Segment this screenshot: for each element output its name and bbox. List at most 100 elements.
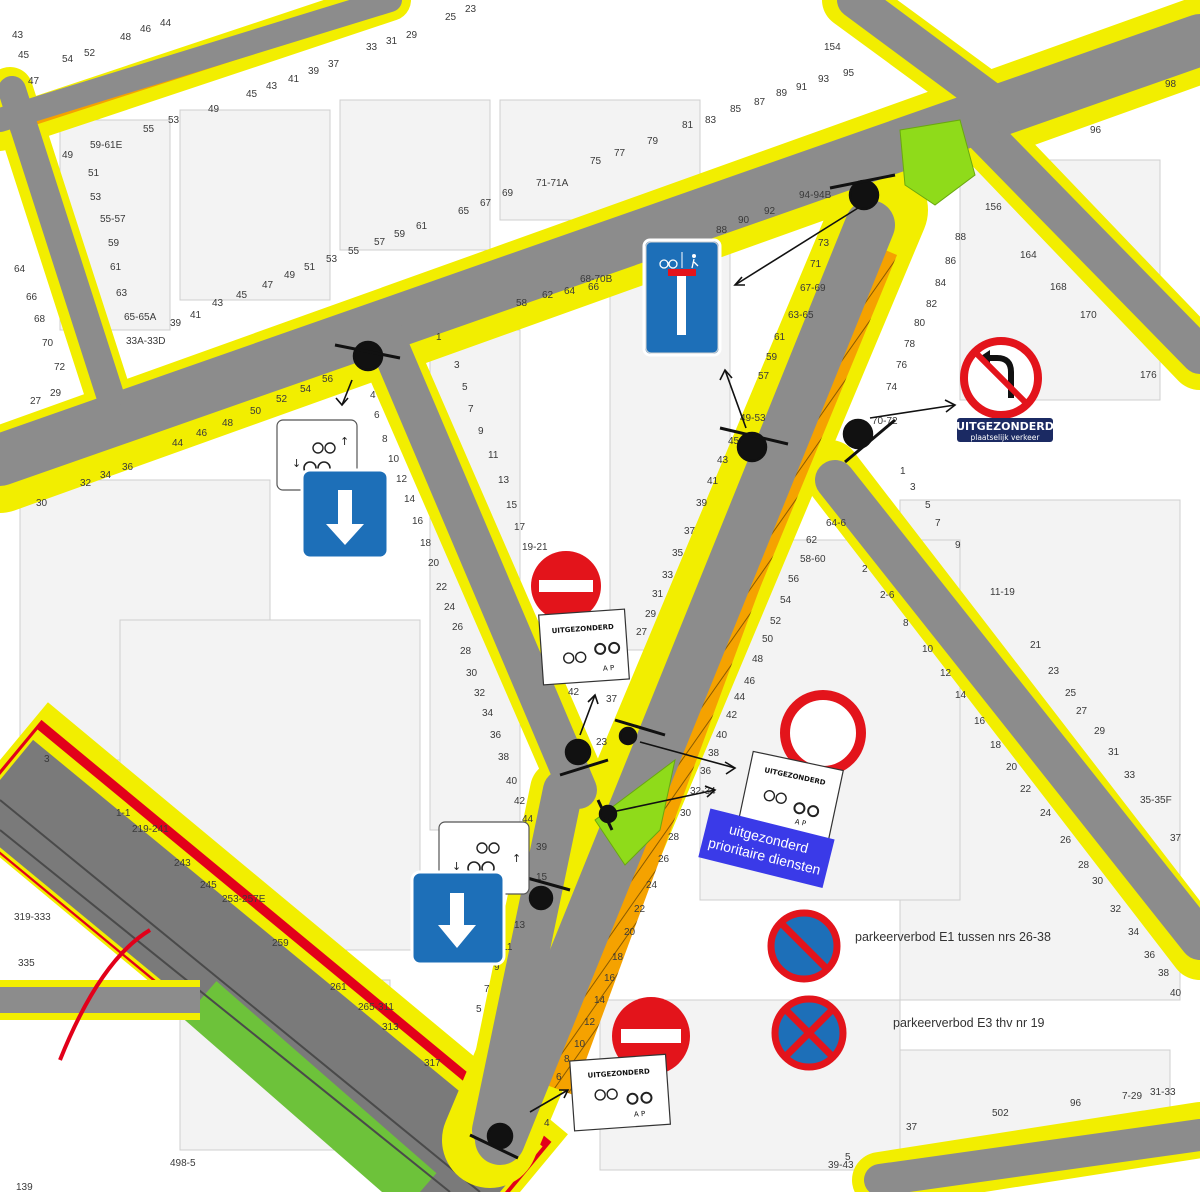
house-number: 31 xyxy=(386,36,398,47)
house-number: 69 xyxy=(502,188,514,199)
road-closed-plate-line2: A P xyxy=(794,818,807,828)
house-number: 54 xyxy=(300,384,312,395)
house-number: 94-94B xyxy=(799,190,832,201)
house-number: 43 xyxy=(12,30,24,41)
house-number: 4 xyxy=(370,390,376,401)
house-number: 48 xyxy=(752,654,764,665)
house-number: 33 xyxy=(366,42,378,53)
house-number: 51 xyxy=(304,262,316,273)
house-number: 47 xyxy=(262,280,274,291)
house-number: 23 xyxy=(1048,666,1060,677)
house-number: 30 xyxy=(680,808,692,819)
house-number: 4 xyxy=(544,1118,550,1129)
house-number: 41 xyxy=(190,310,202,321)
house-number: 53 xyxy=(90,192,102,203)
pedestrian-icon xyxy=(692,254,696,258)
dead-end-sign xyxy=(642,238,722,357)
house-number: 36 xyxy=(122,462,134,473)
house-number: 64-6 xyxy=(826,518,846,529)
house-number: 28 xyxy=(668,832,680,843)
house-number: 25 xyxy=(1065,688,1077,699)
house-number: 168 xyxy=(1050,282,1067,293)
house-number: 65-65A xyxy=(124,312,157,323)
house-number: 45 xyxy=(246,89,258,100)
green-islands xyxy=(594,119,976,866)
house-number: 9 xyxy=(494,962,500,973)
house-number: 14 xyxy=(955,690,967,701)
house-number: 34 xyxy=(100,470,112,481)
house-number: 7 xyxy=(468,404,474,415)
house-number: 78 xyxy=(904,339,916,350)
tram-corridor xyxy=(0,702,568,1192)
house-number: 22 xyxy=(436,582,448,593)
house-number: 86 xyxy=(945,256,957,267)
house-number: 33 xyxy=(662,570,674,581)
house-number: 243 xyxy=(174,858,191,869)
house-number: 63-65 xyxy=(788,310,814,321)
house-number: 39 xyxy=(308,66,320,77)
house-number: 5 xyxy=(476,1004,482,1015)
house-number: 319-333 xyxy=(14,912,51,923)
house-number: 56 xyxy=(788,574,800,585)
house-number: 61 xyxy=(110,262,122,273)
house-number: 38 xyxy=(498,752,510,763)
house-number: 40 xyxy=(716,730,728,741)
house-number: 18 xyxy=(990,740,1002,751)
house-number: 25 xyxy=(445,12,457,23)
house-number: 8 xyxy=(903,618,909,629)
house-number: 67 xyxy=(480,198,492,209)
house-number: 42 xyxy=(726,710,738,721)
house-number: 52 xyxy=(84,48,96,59)
house-number: 11-19 xyxy=(990,587,1015,598)
house-number: 19-21 xyxy=(522,542,548,553)
no-parking-slash-icon xyxy=(780,922,828,970)
house-number: 23 xyxy=(596,737,608,748)
svg-text:↑: ↑ xyxy=(512,852,521,865)
house-number: 67-69 xyxy=(800,283,826,294)
house-number: 74 xyxy=(886,382,898,393)
house-number: 31-33 xyxy=(1150,1087,1176,1098)
house-number: 22 xyxy=(634,904,646,915)
house-number: 36 xyxy=(1144,950,1156,961)
house-number: 98 xyxy=(1165,79,1177,90)
house-number: 79 xyxy=(647,136,659,147)
house-number: 28 xyxy=(460,646,472,657)
house-number: 45 xyxy=(18,50,30,61)
house-number: 44 xyxy=(160,18,172,29)
house-number: 3 xyxy=(910,482,916,493)
house-number: 54 xyxy=(780,595,792,606)
house-number: 88 xyxy=(955,232,967,243)
house-number: 259 xyxy=(272,938,289,949)
no-left-turn-plate-line1: UITGEZONDERD xyxy=(956,420,1054,433)
house-number: 36 xyxy=(700,766,712,777)
house-number: 335 xyxy=(18,958,35,969)
house-number: 43 xyxy=(266,81,278,92)
house-number: 53 xyxy=(168,115,180,126)
house-number: 32 xyxy=(1110,904,1122,915)
house-number: 2 xyxy=(862,564,868,575)
house-number: 84 xyxy=(935,278,947,289)
house-number: 72 xyxy=(54,362,66,373)
house-number: 265-311 xyxy=(358,1002,394,1013)
house-number: 11 xyxy=(502,942,513,953)
house-number: 10 xyxy=(574,1039,586,1050)
house-number: 81 xyxy=(682,120,694,131)
house-number: 2-6 xyxy=(880,590,895,601)
bike-plate-arrows: ↓ xyxy=(292,457,301,470)
house-number: 64 xyxy=(564,286,576,297)
house-number: 38 xyxy=(1158,968,1170,979)
house-number: 27 xyxy=(1076,706,1088,717)
house-number: 37 xyxy=(1170,833,1182,844)
house-number: 13 xyxy=(514,920,526,931)
house-number: 5 xyxy=(462,382,468,393)
house-number: 58-60 xyxy=(800,554,826,565)
house-number: 55 xyxy=(143,124,155,135)
house-number: 58 xyxy=(516,298,528,309)
parking-e1-text: parkeerverbod E1 tussen nrs 26-38 xyxy=(855,930,1051,944)
house-number: 40 xyxy=(1170,988,1182,999)
house-number: 75 xyxy=(590,156,602,167)
house-number: 13 xyxy=(498,475,510,486)
svg-text:↑: ↑ xyxy=(340,435,349,448)
house-number: 51 xyxy=(88,168,100,179)
house-number: 36 xyxy=(490,730,502,741)
